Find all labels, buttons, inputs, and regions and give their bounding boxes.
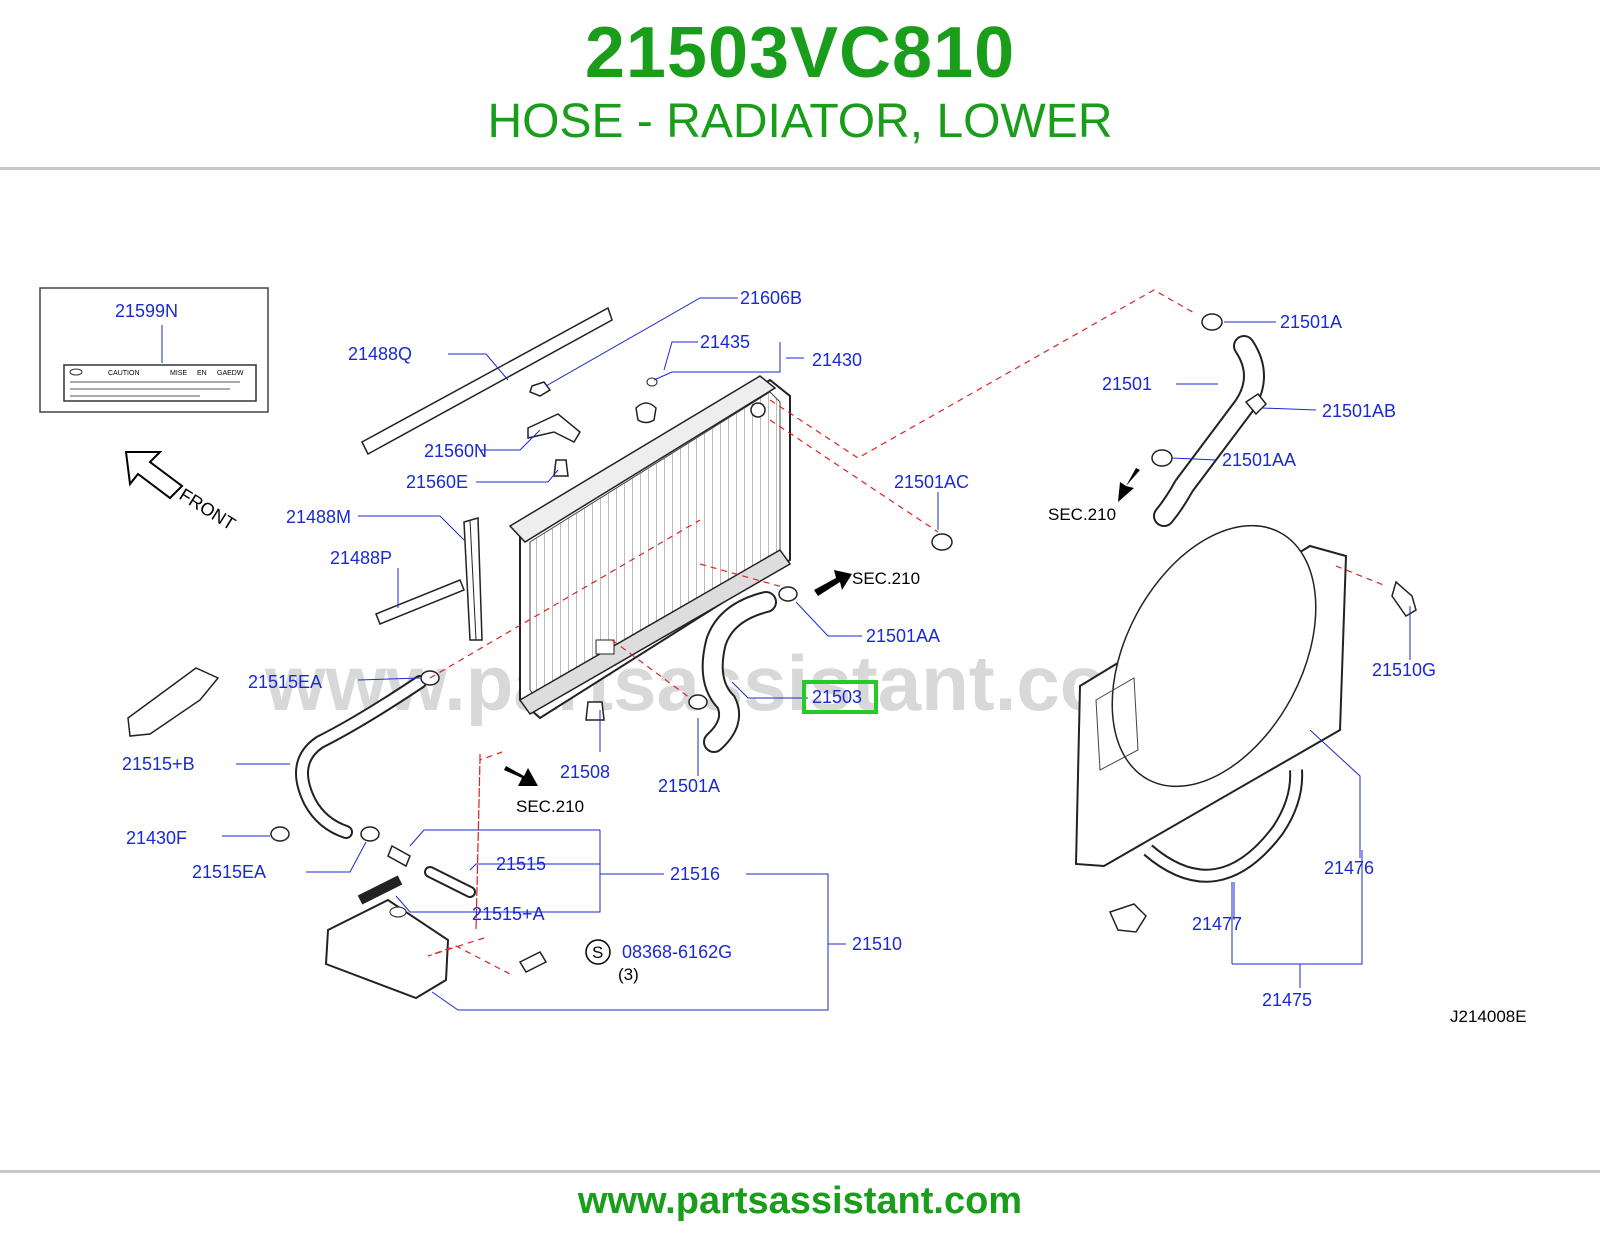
seal-strip-21488q[interactable] — [361, 306, 613, 456]
part-description: HOSE - RADIATOR, LOWER — [487, 95, 1113, 148]
bolt-08368[interactable] — [518, 951, 548, 973]
clamp-21501aa-lower[interactable] — [778, 586, 798, 602]
label-21501a-lower[interactable]: 21501A — [658, 776, 720, 796]
label-21501aa-lower[interactable]: 21501AA — [866, 626, 940, 646]
label-21475[interactable]: 21475 — [1262, 990, 1312, 1010]
label-21501[interactable]: 21501 — [1102, 374, 1152, 394]
sec-arrow-c — [504, 766, 538, 786]
seal-21488p[interactable] — [375, 579, 465, 625]
label-08368[interactable]: 08368-6162G — [622, 942, 732, 962]
front-direction-arrow: FRONT — [124, 451, 239, 534]
label-21501a-upper[interactable]: 21501A — [1280, 312, 1342, 332]
label-21560n[interactable]: 21560N — [424, 441, 487, 461]
header: 21503VC810 HOSE - RADIATOR, LOWER — [0, 0, 1600, 168]
label-21501aa-upper[interactable]: 21501AA — [1222, 450, 1296, 470]
mount-21560e[interactable] — [553, 459, 569, 477]
s-mark: S — [592, 943, 603, 962]
label-21488m[interactable]: 21488M — [286, 507, 351, 527]
clamp-21501a-upper[interactable] — [1201, 313, 1223, 331]
label-21516[interactable]: 21516 — [670, 864, 720, 884]
label-21477[interactable]: 21477 — [1192, 914, 1242, 934]
clamp-21515ea-lower[interactable] — [360, 826, 380, 842]
bracket-21560n[interactable] — [527, 413, 581, 443]
label-21606b[interactable]: 21606B — [740, 288, 802, 308]
clamp-21501a-lower[interactable] — [688, 694, 708, 710]
drawing-code: J214008E — [1450, 1007, 1527, 1026]
clip-fan-shroud[interactable] — [1108, 903, 1147, 933]
label-21503[interactable]: 21503 — [812, 687, 862, 707]
mise-text: MISE — [170, 370, 187, 377]
label-21508[interactable]: 21508 — [560, 762, 610, 782]
label-21430[interactable]: 21430 — [812, 350, 862, 370]
front-label: FRONT — [176, 484, 239, 534]
label-21501ab[interactable]: 21501AB — [1322, 401, 1396, 421]
fan-shroud-21477[interactable] — [1143, 769, 1304, 883]
lower-hose-21503[interactable] — [701, 591, 777, 753]
label-21599n: 21599N — [115, 301, 178, 321]
upper-hose-21501[interactable] — [1153, 335, 1265, 527]
label-21476[interactable]: 21476 — [1324, 858, 1374, 878]
label-21515ea-lower[interactable]: 21515EA — [192, 862, 266, 882]
label-21560e[interactable]: 21560E — [406, 472, 468, 492]
label-21510[interactable]: 21510 — [852, 934, 902, 954]
footer-url[interactable]: www.partsassistant.com — [577, 1180, 1023, 1222]
caution-text: CAUTION — [108, 370, 140, 377]
bolt-21510g[interactable] — [1391, 580, 1417, 618]
overflow-hose-21515b[interactable] — [295, 675, 427, 839]
label-21515[interactable]: 21515 — [496, 854, 546, 874]
s-mark-circle — [585, 939, 611, 965]
gaedw-text: GAEDW — [217, 370, 244, 377]
parts-diagram: www.partsassistant.com 21599N CAUTION MI… — [39, 287, 1527, 1026]
hose-21515[interactable] — [424, 866, 476, 898]
label-21515ea-upper[interactable]: 21515EA — [248, 672, 322, 692]
label-21515b[interactable]: 21515+B — [122, 754, 195, 774]
en-text: EN — [197, 370, 207, 377]
label-08368-qty: (3) — [618, 965, 639, 984]
leader-lines — [222, 297, 1411, 1011]
reservoir-tank-21510[interactable] — [324, 898, 450, 1000]
sec-arrow-b — [1118, 468, 1140, 502]
radiator-core[interactable] — [508, 375, 792, 720]
label-21488q[interactable]: 21488Q — [348, 344, 412, 364]
label-21510g[interactable]: 21510G — [1372, 660, 1436, 680]
label-21515a[interactable]: 21515+A — [472, 904, 545, 924]
connector-21515a[interactable] — [357, 844, 411, 905]
sec-arrow-a — [814, 570, 852, 596]
clamp-21430f[interactable] — [270, 826, 290, 842]
nut-21606b[interactable] — [529, 381, 552, 397]
label-21430f[interactable]: 21430F — [126, 828, 187, 848]
seal-21488m[interactable] — [463, 517, 483, 641]
fan-shroud-21476[interactable] — [1071, 491, 1358, 868]
clamp-21501aa-upper[interactable] — [1151, 449, 1173, 467]
highlight-box-21503 — [802, 680, 878, 714]
footer-divider — [0, 1170, 1600, 1173]
clamp-21501ac[interactable] — [931, 533, 953, 551]
header-divider — [0, 167, 1600, 170]
part-number-title: 21503VC810 — [584, 13, 1016, 93]
label-21488p[interactable]: 21488P — [330, 548, 392, 568]
bracket-reservoir[interactable] — [127, 667, 220, 737]
drain-plug-21508[interactable] — [585, 701, 605, 721]
sec-label-a[interactable]: SEC.210 — [852, 569, 920, 588]
dashed-guides — [427, 289, 1387, 975]
label-21435[interactable]: 21435 — [700, 332, 750, 352]
sec-label-b[interactable]: SEC.210 — [1048, 505, 1116, 524]
radiator-cap-21430[interactable] — [635, 377, 658, 424]
sec-label-c[interactable]: SEC.210 — [516, 797, 584, 816]
clip-21501ab[interactable] — [1244, 392, 1268, 416]
caution-label-panel[interactable]: 21599N CAUTION MISE EN GAEDW — [39, 287, 269, 413]
label-21501ac[interactable]: 21501AC — [894, 472, 969, 492]
